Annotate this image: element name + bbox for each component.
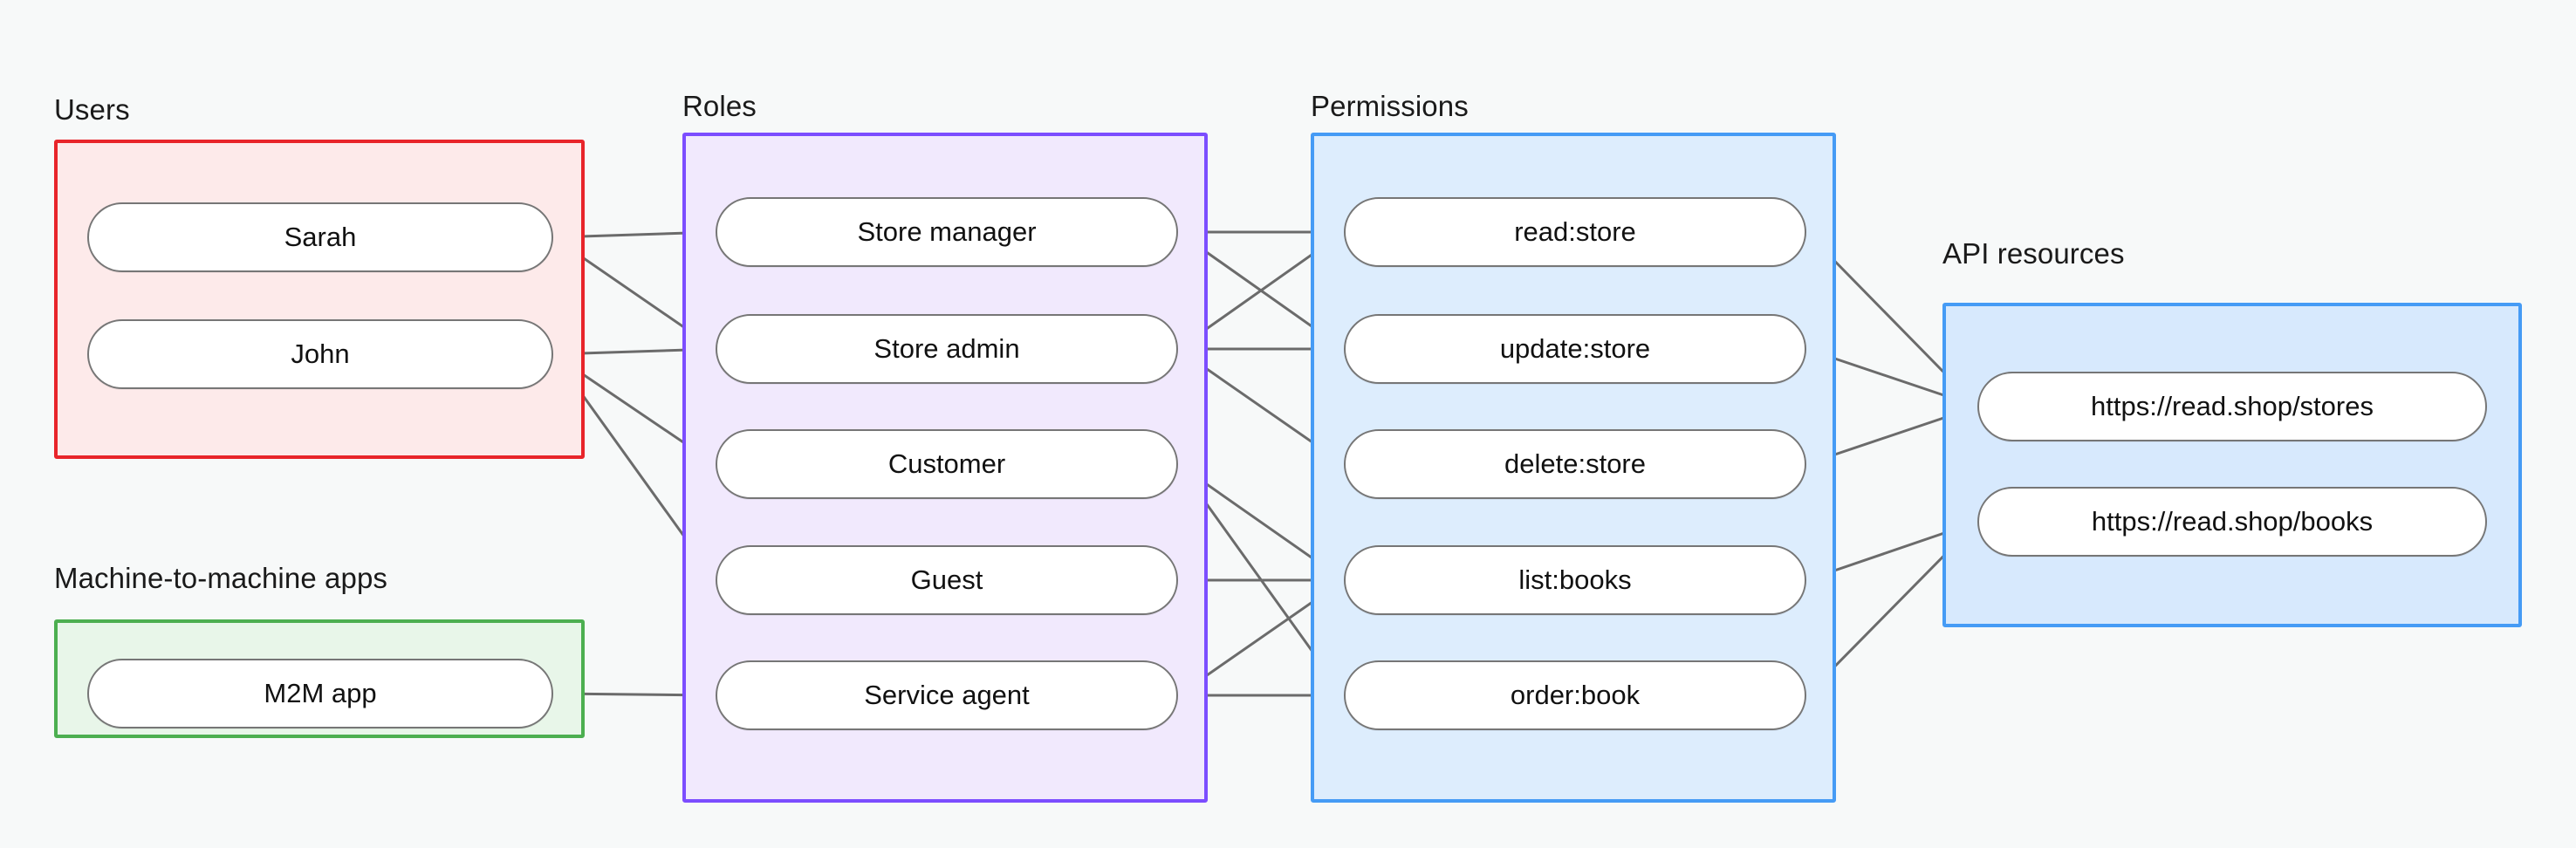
node-delete_store[interactable]: delete:store (1344, 429, 1806, 499)
node-label-res_books: https://read.shop/books (2091, 506, 2374, 537)
node-read_store[interactable]: read:store (1344, 197, 1806, 267)
node-john[interactable]: John (87, 319, 553, 389)
group-box-api_resources (1942, 303, 2522, 627)
node-label-read_store: read:store (1514, 216, 1636, 247)
node-label-service_agent: Service agent (864, 680, 1030, 710)
node-label-list_books: list:books (1518, 564, 1632, 595)
group-title-permissions: Permissions (1311, 90, 1469, 122)
node-label-store_admin: Store admin (874, 333, 1020, 364)
node-customer[interactable]: Customer (716, 429, 1178, 499)
node-res_stores[interactable]: https://read.shop/stores (1977, 372, 2487, 441)
node-label-update_store: update:store (1499, 333, 1651, 364)
node-store_manager[interactable]: Store manager (716, 197, 1178, 267)
node-service_agent[interactable]: Service agent (716, 660, 1178, 730)
node-store_admin[interactable]: Store admin (716, 314, 1178, 384)
node-label-guest: Guest (910, 564, 983, 595)
node-label-res_stores: https://read.shop/stores (2091, 391, 2374, 421)
node-m2m_app[interactable]: M2M app (87, 659, 553, 728)
node-guest[interactable]: Guest (716, 545, 1178, 615)
group-title-m2m: Machine-to-machine apps (54, 562, 387, 594)
node-update_store[interactable]: update:store (1344, 314, 1806, 384)
node-label-store_manager: Store manager (857, 216, 1037, 247)
node-res_books[interactable]: https://read.shop/books (1977, 487, 2487, 557)
node-label-delete_store: delete:store (1504, 448, 1646, 479)
group-title-users: Users (54, 93, 130, 126)
node-label-order_book: order:book (1510, 680, 1641, 710)
node-label-john: John (291, 339, 350, 369)
node-label-m2m_app: M2M app (264, 678, 377, 708)
group-box-users (54, 140, 585, 459)
node-label-sarah: Sarah (284, 222, 357, 252)
group-title-roles: Roles (682, 90, 757, 122)
node-list_books[interactable]: list:books (1344, 545, 1806, 615)
node-order_book[interactable]: order:book (1344, 660, 1806, 730)
node-label-customer: Customer (887, 448, 1006, 479)
node-sarah[interactable]: Sarah (87, 202, 553, 272)
group-title-api_resources: API resources (1942, 237, 2125, 270)
